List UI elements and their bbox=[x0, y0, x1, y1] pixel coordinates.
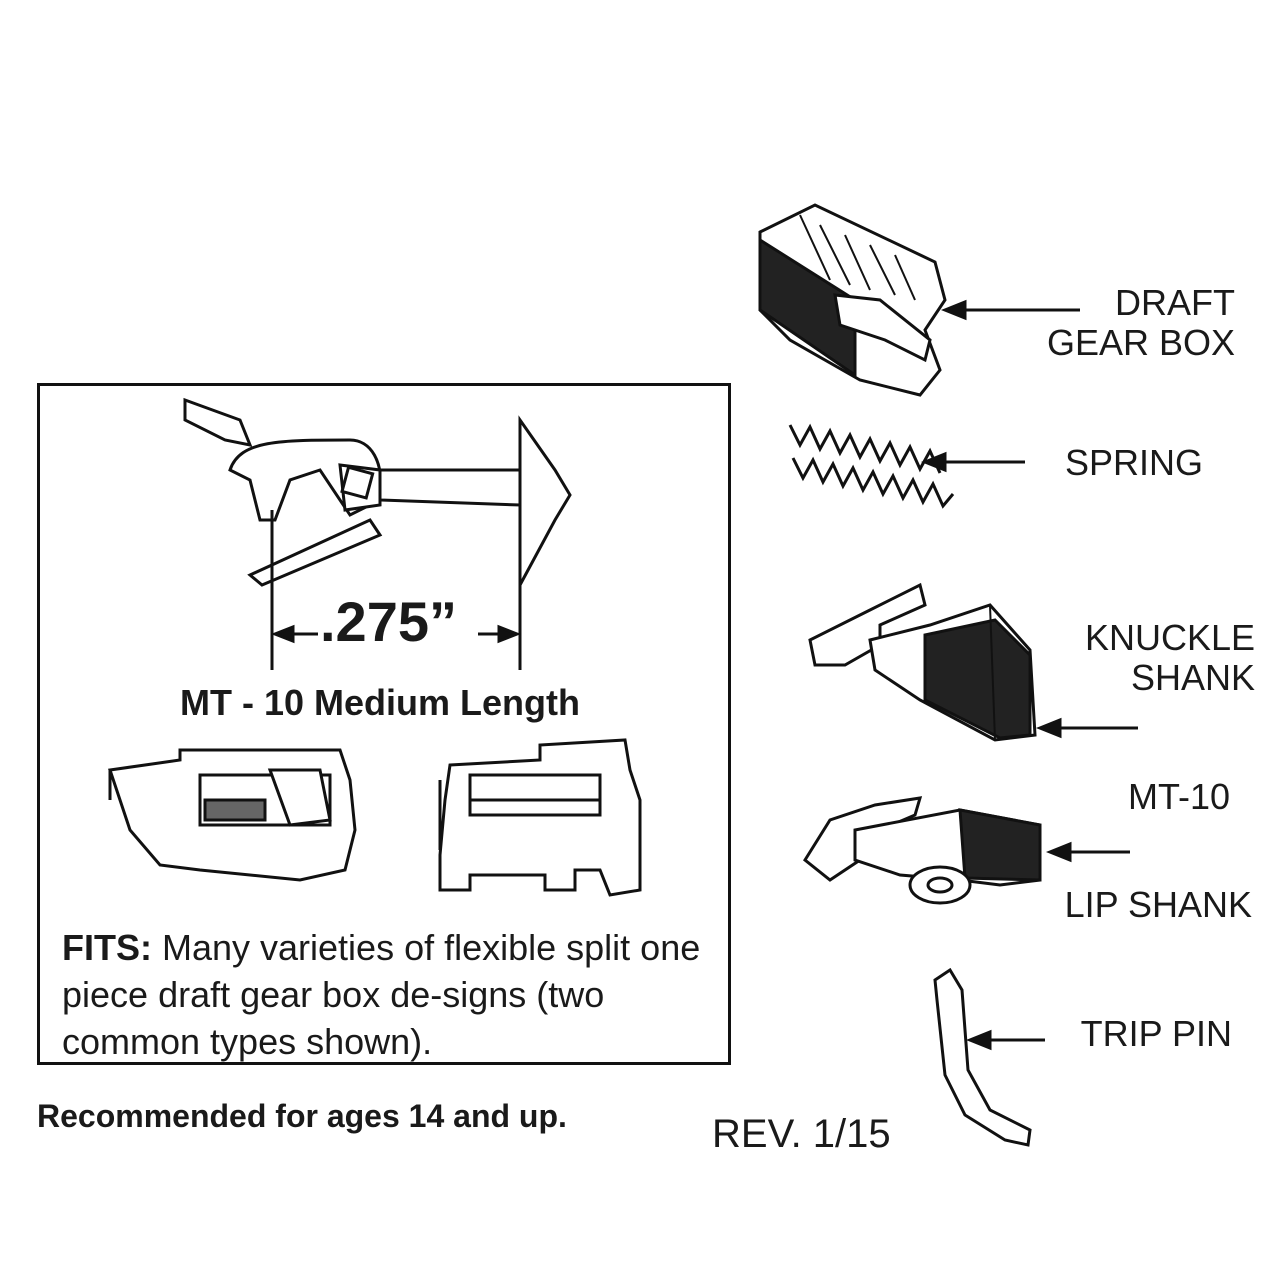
trip-pin-illustration bbox=[933, 967, 1032, 1147]
fits-body: Many varieties of flexible split one pie… bbox=[62, 927, 701, 1062]
label-shank: SHANK bbox=[1130, 657, 1255, 698]
dimension-label: .275” bbox=[320, 590, 457, 653]
lip-shank-illustration bbox=[803, 796, 1042, 905]
label-mt10: MT-10 bbox=[1127, 776, 1230, 817]
draft-gear-box-illustration bbox=[758, 203, 947, 397]
dimension-lines bbox=[270, 510, 522, 670]
fits-description: FITS: Many varieties of flexible split o… bbox=[62, 924, 722, 1065]
draft-box-type-1 bbox=[108, 748, 357, 882]
label-knuckle: KNUCKLE bbox=[1084, 617, 1255, 658]
label-knuckle-shank: KNUCKLE SHANK bbox=[1050, 618, 1255, 698]
coupler-illustration bbox=[183, 397, 572, 587]
label-lip-shank: LIP SHANK bbox=[1064, 884, 1252, 925]
inset-frame bbox=[37, 383, 731, 1065]
draft-box-type-2 bbox=[438, 738, 642, 897]
leader-arrows bbox=[920, 299, 1138, 1051]
knuckle-shank-illustration bbox=[808, 582, 1037, 742]
fits-label: FITS: bbox=[62, 927, 152, 968]
revision-label: REV. 1/15 bbox=[712, 1112, 891, 1156]
model-title: MT - 10 Medium Length bbox=[180, 682, 580, 723]
label-spring: SPRING bbox=[1064, 442, 1203, 483]
spring-illustration bbox=[788, 423, 955, 509]
label-draft-gear-box: DRAFT GEAR BOX bbox=[1035, 283, 1235, 363]
label-gear-box: GEAR BOX bbox=[1046, 322, 1235, 363]
label-draft: DRAFT bbox=[1115, 282, 1235, 323]
label-trip-pin: TRIP PIN bbox=[1080, 1013, 1232, 1054]
age-recommendation: Recommended for ages 14 and up. bbox=[37, 1098, 567, 1134]
